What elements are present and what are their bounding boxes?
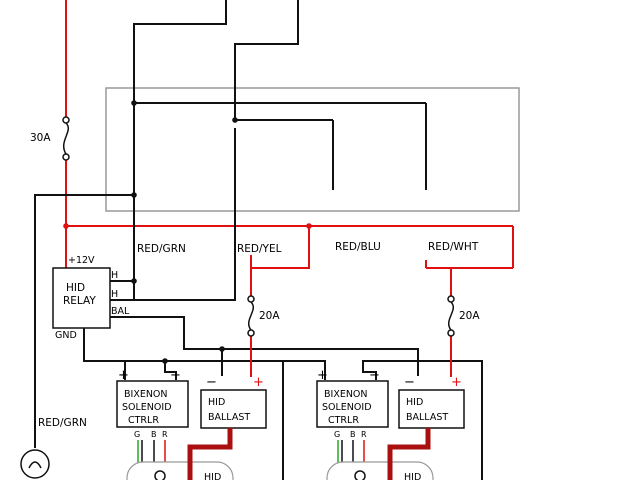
left-ctrl-pin-g: G (134, 430, 140, 439)
indicator-lamp (20, 449, 50, 479)
relay-h1-label: H (111, 270, 118, 281)
main-fuse-30a (62, 116, 70, 161)
left-ctrl-line1: BIXENON (124, 389, 168, 400)
right-solenoid-controller (316, 380, 389, 428)
left-fuse-20a (247, 295, 255, 337)
left-ballast-feed (250, 226, 310, 377)
left-ballast-line1: HID (208, 397, 225, 408)
wire-label-red-blu: RED/BLU (335, 241, 381, 253)
right-ctrl-plus: + (317, 368, 328, 383)
relay-bal-label: BAL (111, 306, 130, 317)
wire-label-red-grn: RED/GRN (137, 243, 186, 255)
left-ctrl-pin-b: B (151, 430, 157, 439)
right-fuse-20a (447, 295, 455, 337)
indicator-lamp-filament (28, 461, 42, 469)
headlight-switch-box (105, 87, 520, 212)
left-ctrl-plus: + (118, 368, 129, 383)
left-ctrl-minus: − (170, 368, 181, 383)
left-ballast-minus: − (206, 375, 217, 390)
relay-label-line2: RELAY (63, 295, 96, 307)
control-wires (34, 0, 427, 448)
right-ctrl-minus: − (369, 368, 380, 383)
right-bulb-connector (354, 470, 366, 480)
left-ctrl-pin-r: R (162, 430, 168, 439)
right-hid-bulb (326, 461, 434, 480)
hid-relay-box (52, 267, 111, 329)
relay-output-wires (83, 316, 483, 480)
wire-label-red-grn-lamp: RED/GRN (38, 417, 87, 429)
left-ctrl-line2: SOLENOID (122, 402, 172, 413)
right-ctrl-line3: CTRLR (328, 415, 359, 426)
main-feed-junction (63, 223, 69, 229)
left-ballast-plus: + (253, 375, 264, 390)
relay-12v-label: +12V (68, 255, 95, 266)
ballast-hv-leads (187, 428, 431, 480)
left-ballast-line2: BALLAST (208, 412, 250, 423)
left-fuse-label: 20A (259, 310, 280, 322)
right-ctrl-pin-g: G (334, 430, 340, 439)
right-ballast-minus: − (404, 375, 415, 390)
left-hid-ballast (200, 389, 267, 429)
relay-h2-label: H (111, 289, 118, 300)
right-fuse-label: 20A (459, 310, 480, 322)
right-ballast-plus: + (451, 375, 462, 390)
control-junctions (131, 100, 238, 364)
relay-h-wires (110, 190, 236, 301)
left-solenoid-controller (116, 380, 189, 428)
right-ballast-line2: BALLAST (406, 412, 448, 423)
right-ctrl-pin-r: R (361, 430, 367, 439)
wire-label-red-yel: RED/YEL (237, 243, 282, 255)
right-ctrl-line1: BIXENON (324, 389, 368, 400)
left-ctrl-line3: CTRLR (128, 415, 159, 426)
wire-label-red-wht: RED/WHT (428, 241, 479, 253)
left-bulb-connector (154, 470, 166, 480)
left-hid-bulb (126, 461, 234, 480)
right-ctrl-line2: SOLENOID (322, 402, 372, 413)
relay-label-line1: HID (66, 282, 85, 294)
left-bulb-label: HID (204, 472, 221, 480)
right-ballast-feed (426, 267, 452, 377)
main-fuse-label: 30A (30, 132, 51, 144)
relay-gnd-label: GND (55, 330, 77, 341)
switch-contacts (133, 128, 427, 190)
right-ballast-line1: HID (406, 397, 423, 408)
right-bulb-label: HID (404, 472, 421, 480)
right-hid-ballast (398, 389, 465, 429)
right-ctrl-pin-b: B (350, 430, 356, 439)
